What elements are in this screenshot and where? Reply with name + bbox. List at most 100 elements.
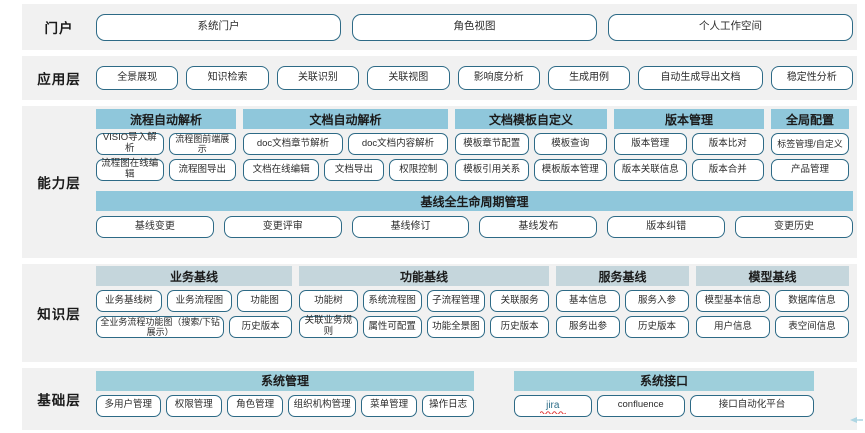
- node-cap-2-1-1[interactable]: 模板版本管理: [533, 159, 607, 181]
- group-row: 多用户管理 权限管理 角色管理 组织机构管理 菜单管理 操作日志: [96, 394, 474, 417]
- node-base-0-0-4[interactable]: 菜单管理: [360, 394, 418, 417]
- node-kn-2-0-1[interactable]: 服务入参: [625, 290, 689, 312]
- node-cap-3-0-0[interactable]: 版本管理: [614, 133, 687, 155]
- group-service-baseline: 服务基线 基本信息 服务入参 服务出参 历史版本: [556, 266, 689, 342]
- node-app-6[interactable]: 自动生成导出文档: [638, 66, 763, 90]
- layer-label-application: 应用层: [37, 72, 81, 87]
- node-kn-2-1-0[interactable]: 服务出参: [556, 316, 620, 338]
- node-base-0-0-1[interactable]: 权限管理: [165, 394, 222, 417]
- node-kn-0-1-1[interactable]: 历史版本: [229, 316, 292, 338]
- group-row: 全业务流程功能图（搜索/下钻展示） 历史版本: [96, 316, 292, 338]
- node-kn-1-0-3[interactable]: 关联服务: [490, 290, 549, 312]
- node-cap-3-1-1[interactable]: 版本合并: [691, 159, 764, 181]
- node-base-1-0-2[interactable]: 接口自动化平台: [689, 394, 814, 417]
- node-portal-1[interactable]: 角色视图: [352, 13, 597, 41]
- node-app-3[interactable]: 关联视图: [367, 66, 450, 90]
- node-cap-0-0-1[interactable]: 流程图前端展示: [168, 133, 236, 155]
- node-kn-2-0-0[interactable]: 基本信息: [556, 290, 620, 312]
- node-cap-4-1-0[interactable]: 产品管理: [771, 159, 849, 181]
- node-kn-2-1-1[interactable]: 历史版本: [625, 316, 689, 338]
- node-base-0-0-2[interactable]: 角色管理: [226, 394, 284, 417]
- group-row: 版本关联信息 版本合并: [614, 159, 764, 181]
- node-kn-1-0-0[interactable]: 功能树: [299, 290, 358, 312]
- node-lifecycle-5[interactable]: 变更历史: [735, 216, 853, 238]
- node-app-0[interactable]: 全景展现: [96, 66, 179, 90]
- base-groups: 系统管理 多用户管理 权限管理 角色管理 组织机构管理 菜单管理 操作日志 系统…: [96, 370, 857, 421]
- node-app-4[interactable]: 影响度分析: [457, 66, 540, 90]
- node-cap-2-0-0[interactable]: 模板章节配置: [455, 133, 529, 155]
- node-kn-1-0-1[interactable]: 系统流程图: [362, 290, 422, 312]
- knowledge-groups: 业务基线 业务基线树 业务流程图 功能图 全业务流程功能图（搜索/下钻展示） 历…: [96, 266, 857, 342]
- node-kn-3-1-1[interactable]: 表空间信息: [775, 316, 849, 338]
- node-portal-0[interactable]: 系统门户: [96, 13, 341, 41]
- node-cap-4-0-0[interactable]: 标签管理/自定义: [771, 133, 849, 155]
- layer-body-portal: 系统门户 角色视图 个人工作空间: [96, 4, 857, 50]
- flow-arrow-icon: [850, 417, 863, 423]
- node-lifecycle-1[interactable]: 变更评审: [223, 216, 342, 238]
- group-row: 标签管理/自定义: [771, 133, 849, 155]
- node-base-1-0-1-confluence[interactable]: confluence: [596, 394, 685, 417]
- node-app-1[interactable]: 知识检索: [186, 66, 269, 90]
- node-kn-3-1-0[interactable]: 用户信息: [696, 316, 770, 338]
- group-row: 模型基本信息 数据库信息: [696, 290, 849, 312]
- layer-band-base: 基础层 系统管理 多用户管理 权限管理 角色管理 组织机构管理 菜单管理 操作日…: [22, 368, 857, 430]
- node-kn-0-0-1[interactable]: 业务流程图: [166, 290, 233, 312]
- node-cap-3-0-1[interactable]: 版本比对: [691, 133, 764, 155]
- layer-label-knowledge: 知识层: [37, 307, 81, 322]
- node-base-0-0-3[interactable]: 组织机构管理: [288, 394, 356, 417]
- node-kn-1-0-2[interactable]: 子流程管理: [426, 290, 486, 312]
- group-title-version-management: 版本管理: [614, 109, 764, 129]
- node-cap-0-1-1[interactable]: 流程图导出: [168, 159, 236, 181]
- layer-body-application: 全景展现 知识检索 关联识别 关联视图 影响度分析 生成用例 自动生成导出文档 …: [96, 56, 857, 100]
- node-kn-0-0-2[interactable]: 功能图: [237, 290, 292, 312]
- layer-band-capability: 能力层 流程自动解析 VISIO导入解析 流程图前端展示 流程图在线编辑 流程图…: [22, 106, 857, 258]
- node-cap-2-1-0[interactable]: 模板引用关系: [455, 159, 529, 181]
- node-lifecycle-3[interactable]: 基线发布: [479, 216, 598, 238]
- group-row: 模板章节配置 模板查询: [455, 133, 607, 155]
- node-portal-2[interactable]: 个人工作空间: [608, 13, 853, 41]
- group-global-config: 全局配置 标签管理/自定义 产品管理: [771, 109, 849, 185]
- node-cap-0-1-0[interactable]: 流程图在线编辑: [96, 159, 164, 181]
- layer-body-knowledge: 业务基线 业务基线树 业务流程图 功能图 全业务流程功能图（搜索/下钻展示） 历…: [96, 262, 857, 364]
- node-lifecycle-0[interactable]: 基线变更: [96, 216, 214, 238]
- node-cap-1-0-1[interactable]: doc文档内容解析: [348, 133, 448, 155]
- node-kn-3-0-1[interactable]: 数据库信息: [775, 290, 849, 312]
- group-model-baseline: 模型基线 模型基本信息 数据库信息 用户信息 表空间信息: [696, 266, 849, 342]
- node-lifecycle-2[interactable]: 基线修订: [351, 216, 470, 238]
- group-process-auto-parse: 流程自动解析 VISIO导入解析 流程图前端展示 流程图在线编辑 流程图导出: [96, 109, 236, 185]
- group-row: jira confluence 接口自动化平台: [514, 394, 814, 417]
- group-row: 关联业务规则 属性可配置 功能全景图 历史版本: [299, 316, 549, 338]
- group-business-baseline: 业务基线 业务基线树 业务流程图 功能图 全业务流程功能图（搜索/下钻展示） 历…: [96, 266, 292, 342]
- node-cap-1-0-0[interactable]: doc文档章节解析: [243, 133, 343, 155]
- group-title-doc-auto-parse: 文档自动解析: [243, 109, 448, 129]
- group-system-interface: 系统接口 jira confluence 接口自动化平台: [514, 370, 814, 421]
- jira-label: jira: [546, 399, 560, 411]
- node-app-5[interactable]: 生成用例: [547, 66, 631, 90]
- node-cap-1-1-0[interactable]: 文档在线编辑: [243, 159, 320, 181]
- baseline-lifecycle-block: 基线全生命周期管理 基线变更 变更评审 基线修订 基线发布 版本纠错 变更历史: [96, 191, 857, 238]
- node-cap-1-1-2[interactable]: 权限控制: [388, 159, 448, 181]
- node-base-0-0-5[interactable]: 操作日志: [422, 394, 474, 417]
- node-cap-1-1-1[interactable]: 文档导出: [324, 159, 384, 181]
- node-lifecycle-4[interactable]: 版本纠错: [607, 216, 726, 238]
- node-app-7[interactable]: 稳定性分析: [770, 66, 853, 90]
- node-kn-1-1-0[interactable]: 关联业务规则: [299, 316, 358, 338]
- group-row: 业务基线树 业务流程图 功能图: [96, 290, 292, 312]
- group-row: 流程图在线编辑 流程图导出: [96, 159, 236, 181]
- node-app-2[interactable]: 关联识别: [276, 66, 360, 90]
- node-cap-2-0-1[interactable]: 模板查询: [533, 133, 607, 155]
- layer-body-base: 系统管理 多用户管理 权限管理 角色管理 组织机构管理 菜单管理 操作日志 系统…: [96, 366, 857, 433]
- node-cap-3-1-0[interactable]: 版本关联信息: [614, 159, 687, 181]
- node-kn-0-1-0[interactable]: 全业务流程功能图（搜索/下钻展示）: [96, 316, 225, 338]
- group-title-business-baseline: 业务基线: [96, 266, 292, 286]
- node-kn-0-0-0[interactable]: 业务基线树: [96, 290, 162, 312]
- node-kn-1-1-3[interactable]: 历史版本: [490, 316, 549, 338]
- node-base-1-0-0-jira[interactable]: jira: [514, 394, 592, 417]
- node-kn-3-0-0[interactable]: 模型基本信息: [696, 290, 770, 312]
- node-cap-0-0-0[interactable]: VISIO导入解析: [96, 133, 164, 155]
- baseline-lifecycle-title: 基线全生命周期管理: [96, 191, 853, 211]
- node-kn-1-1-2[interactable]: 功能全景图: [426, 316, 486, 338]
- node-base-0-0-0[interactable]: 多用户管理: [96, 394, 161, 417]
- node-kn-1-1-1[interactable]: 属性可配置: [362, 316, 422, 338]
